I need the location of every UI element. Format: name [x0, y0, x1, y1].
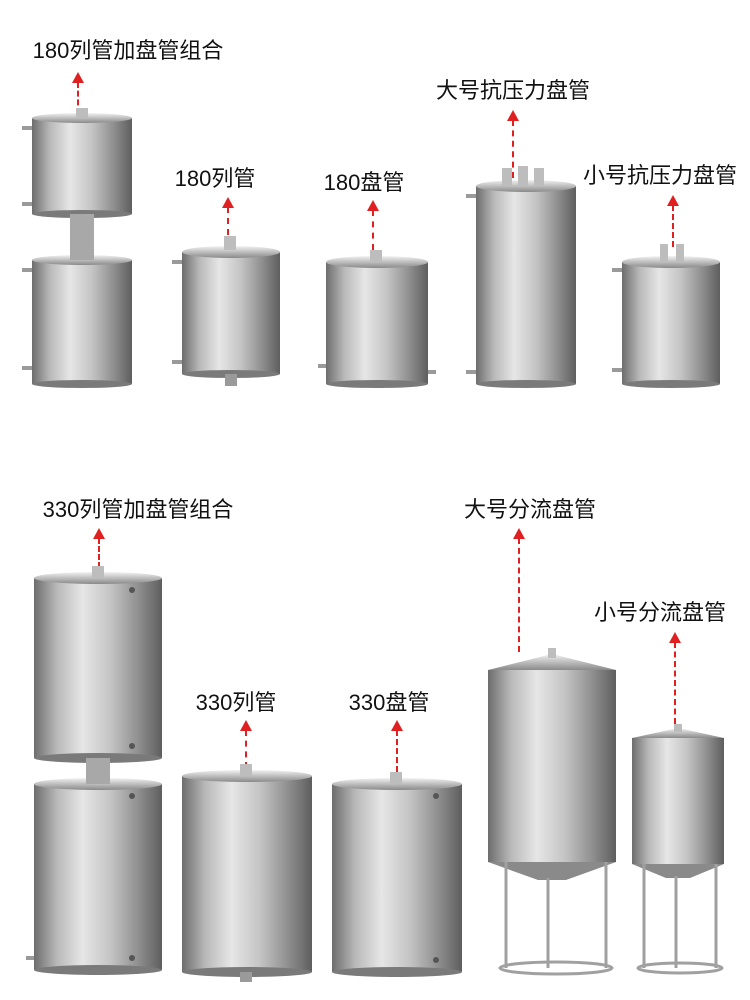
label-large-pressure-coil: 大号抗压力盘管: [435, 78, 591, 103]
label-180-coil: 180盘管: [323, 170, 405, 195]
tank-large-split-coil: [488, 648, 616, 976]
label-180-tube: 180列管: [174, 166, 256, 191]
tank-small-split-coil: [632, 724, 724, 975]
tank-330-combo-lower: [26, 758, 162, 975]
label-large-split-coil: 大号分流盘管: [463, 497, 597, 522]
tank-180-coil: [318, 250, 436, 388]
tank-180-tube: [172, 236, 280, 386]
tank-330-coil: [332, 772, 462, 977]
tank-small-pressure-coil: [612, 244, 720, 388]
label-330-coil: 330盘管: [348, 690, 430, 715]
tank-180-combo-lower: [22, 214, 132, 388]
tank-330-combo-upper: [34, 566, 162, 763]
tank-large-pressure-coil: [466, 166, 576, 388]
label-small-pressure-coil: 小号抗压力盘管: [582, 163, 738, 188]
label-330-tube: 330列管: [195, 690, 277, 715]
label-180-combo: 180列管加盘管组合: [32, 38, 224, 63]
tank-330-tube: [182, 764, 312, 982]
tank-180-combo-upper: [22, 108, 132, 218]
label-small-split-coil: 小号分流盘管: [593, 600, 727, 625]
label-330-combo: 330列管加盘管组合: [42, 497, 234, 522]
